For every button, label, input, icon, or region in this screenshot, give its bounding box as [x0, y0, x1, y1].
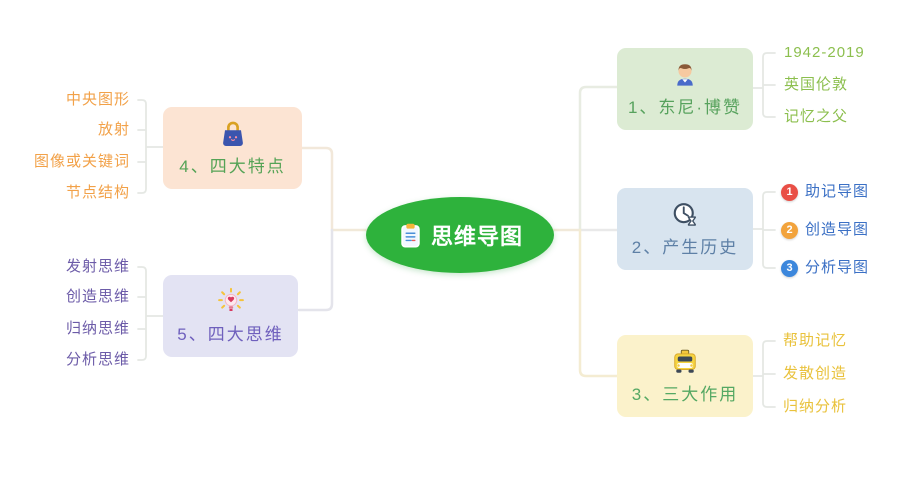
- list-item[interactable]: 1942-2019: [784, 43, 865, 63]
- branch-label: 4、四大特点: [179, 157, 286, 176]
- bracket-branch-2: [752, 191, 776, 269]
- numbered-badge: 3: [781, 259, 798, 277]
- branch-label: 2、产生历史: [631, 238, 739, 257]
- list-item-label: 英国伦敦: [784, 76, 849, 93]
- branch-label: 3、三大作用: [631, 385, 739, 404]
- list-item[interactable]: 分析思维: [66, 350, 130, 370]
- branch-label: 1、东尼·博赞: [627, 98, 743, 117]
- list-item-label: 助记导图: [805, 183, 870, 200]
- branch-node-functions[interactable]: 3、三大作用: [617, 335, 753, 417]
- numbered-badge: 1: [781, 183, 798, 201]
- connector-branch-1: [578, 85, 619, 232]
- branch-node-features[interactable]: 4、四大特点: [163, 107, 302, 189]
- branch-label: 5、四大思维: [177, 325, 284, 344]
- branch-node-history[interactable]: 2、产生历史: [617, 188, 753, 270]
- list-item-label: 归纳分析: [783, 398, 848, 415]
- list-item[interactable]: 3 分析导图: [781, 258, 869, 278]
- connector-branch-3: [578, 228, 619, 378]
- list-item[interactable]: 2 创造导图: [781, 220, 869, 240]
- list-item-label: 归纳思维: [65, 320, 130, 337]
- list-item-label: 1942-2019: [784, 44, 865, 61]
- list-item-label: 节点结构: [65, 184, 130, 201]
- list-item[interactable]: 中央图形: [66, 90, 130, 110]
- taxi-icon: [670, 347, 700, 377]
- list-item[interactable]: 归纳分析: [783, 397, 847, 417]
- list-item-label: 中央图形: [65, 91, 130, 108]
- branch-node-thinking[interactable]: 5、四大思维: [163, 275, 298, 357]
- list-item-label: 图像或关键词: [33, 153, 130, 170]
- clipboard-icon: [397, 222, 424, 249]
- numbered-badge: 2: [781, 221, 798, 239]
- bracket-branch-5: [137, 266, 164, 361]
- bulb-icon: [216, 287, 246, 317]
- list-item-label: 分析导图: [805, 259, 870, 276]
- handbag-icon: [218, 119, 248, 149]
- list-item[interactable]: 创造思维: [66, 287, 130, 307]
- list-item-label: 放射: [97, 121, 130, 138]
- list-item-label: 发散创造: [783, 365, 848, 382]
- list-item-label: 创造导图: [805, 221, 870, 238]
- list-item[interactable]: 节点结构: [66, 183, 130, 203]
- connector-branch-5: [297, 228, 334, 312]
- bracket-branch-4: [137, 99, 164, 194]
- central-topic-label: 思维导图: [430, 224, 523, 249]
- clock-icon: [670, 200, 700, 230]
- list-item[interactable]: 帮助记忆: [783, 331, 847, 351]
- list-item[interactable]: 记忆之父: [784, 107, 848, 127]
- central-topic[interactable]: 思维导图: [366, 197, 554, 273]
- person-icon: [670, 60, 700, 90]
- bracket-branch-3: [752, 340, 776, 408]
- connector-branch-4: [300, 146, 334, 232]
- list-item-label: 发射思维: [65, 258, 130, 275]
- list-item-label: 帮助记忆: [783, 332, 848, 349]
- bracket-branch-1: [752, 52, 776, 118]
- list-item-label: 记忆之父: [784, 108, 849, 125]
- branch-node-tony-buzan[interactable]: 1、东尼·博赞: [617, 48, 753, 130]
- list-item[interactable]: 归纳思维: [66, 319, 130, 339]
- list-item-label: 创造思维: [65, 288, 130, 305]
- list-item[interactable]: 图像或关键词: [34, 152, 130, 172]
- list-item-label: 分析思维: [65, 351, 130, 368]
- list-item[interactable]: 发散创造: [783, 364, 847, 384]
- list-item[interactable]: 1 助记导图: [781, 182, 869, 202]
- list-item[interactable]: 放射: [98, 120, 130, 140]
- list-item[interactable]: 英国伦敦: [784, 75, 848, 95]
- list-item[interactable]: 发射思维: [66, 257, 130, 277]
